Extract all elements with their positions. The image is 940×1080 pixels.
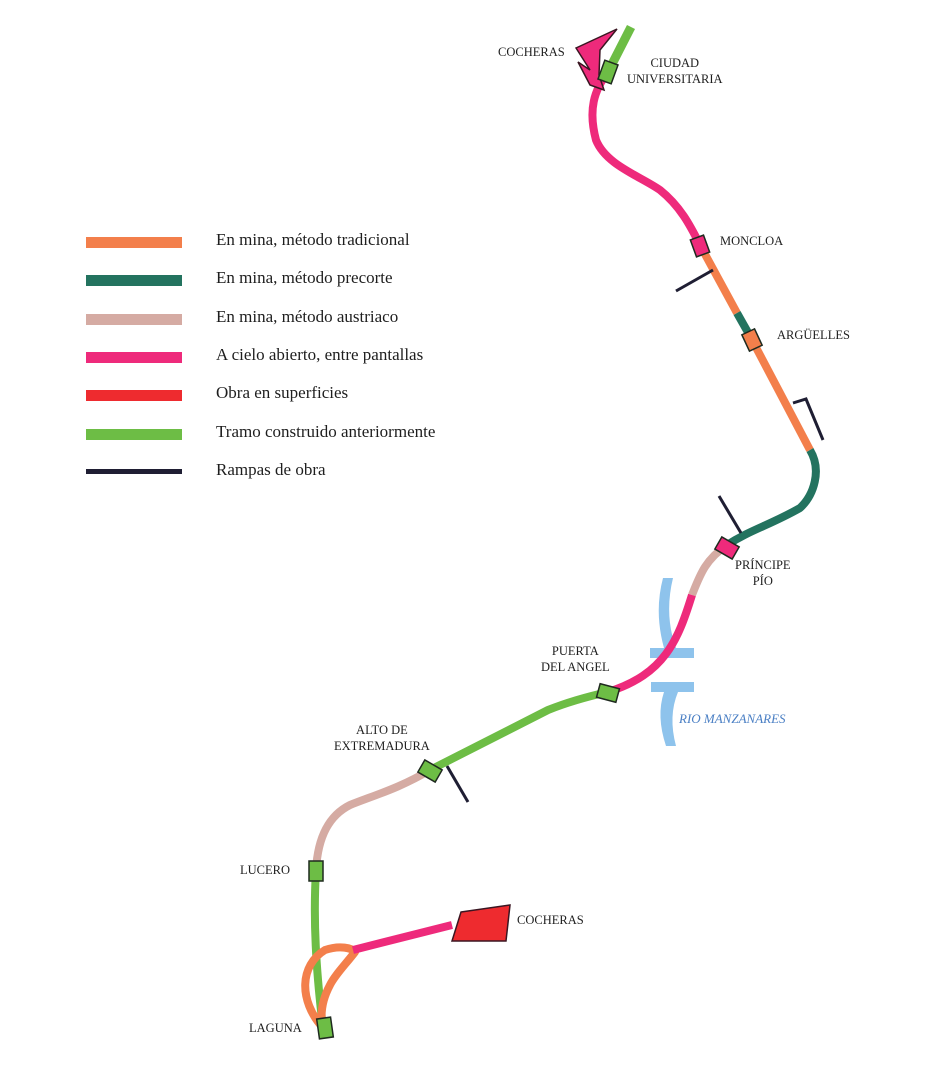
station-marker-alto-de-extremadura[interactable]	[416, 758, 444, 784]
ramp-moncloa	[675, 268, 714, 293]
legend-label: A cielo abierto, entre pantallas	[216, 345, 424, 364]
legend-swatch-rampas	[86, 469, 182, 474]
depot-south-label: COCHERAS	[517, 913, 584, 927]
station-label-line: PUERTA	[551, 644, 599, 658]
legend-item-superficie: Obra en superficies	[86, 381, 506, 411]
ramp-arguelles-south	[792, 397, 825, 441]
station-label-line: PÍO	[752, 574, 773, 588]
station-label-line: DEL ANGEL	[541, 660, 610, 674]
legend-swatch-cielo-abierto	[86, 352, 182, 363]
river-label: RIO MANZANARES	[679, 711, 786, 726]
legend-label: Rampas de obra	[216, 460, 326, 479]
track-orange-arguelles	[746, 334, 814, 452]
legend-label: Tramo construido anteriormente	[216, 422, 436, 441]
station-label-line: ALTO DE	[356, 723, 408, 737]
station-label-lucero[interactable]: LUCERO	[240, 863, 290, 877]
station-label-laguna[interactable]: LAGUNA	[249, 1021, 302, 1035]
construction-ramps	[445, 268, 825, 803]
station-marker-arguelles[interactable]	[740, 327, 764, 353]
station-marker-puerta-del-angel[interactable]	[595, 682, 621, 704]
station-label-line: EXTREMADURA	[334, 739, 430, 753]
station-marker-laguna[interactable]	[315, 1016, 335, 1040]
track-orange-loop	[301, 943, 359, 1031]
station-marker-moncloa[interactable]	[689, 234, 711, 258]
legend-swatch-precorte	[86, 275, 182, 286]
legend-label: En mina, método austriaco	[216, 307, 399, 326]
ramp-alto-extremadura	[445, 765, 470, 803]
legend-swatch-superficie	[86, 390, 182, 401]
legend-swatch-tradicional	[86, 237, 182, 248]
track-green-middle	[428, 688, 609, 774]
station-label-line: CIUDAD	[650, 56, 700, 70]
legend-item-anterior: Tramo construido anteriormente	[86, 420, 506, 450]
track-pink-south	[352, 921, 453, 954]
river-manzanares	[650, 578, 694, 746]
legend-label: Obra en superficies	[216, 383, 349, 402]
legend-item-precorte: En mina, método precorte	[86, 266, 506, 296]
depot-north-shape	[574, 28, 618, 92]
legend-item-rampas: Rampas de obra	[86, 458, 506, 488]
depot-north-label: COCHERAS	[498, 45, 565, 59]
depot-south-shape	[450, 904, 511, 942]
track-orange-moncloa	[696, 243, 741, 315]
track-austriaco-extremadura	[312, 766, 433, 871]
track-pink-river	[606, 593, 696, 696]
track-precorte-curve	[724, 447, 820, 549]
station-label-arguelles[interactable]: ARGÜELLES	[777, 328, 850, 342]
legend-label: En mina, método tradicional	[216, 230, 410, 249]
legend-swatch-austriaco	[86, 314, 182, 325]
station-marker-principe-pio[interactable]	[713, 535, 741, 561]
station-label-principe-pio[interactable]: PRÍNCIPE PÍO	[735, 557, 791, 589]
station-label-line: PRÍNCIPE	[735, 558, 791, 572]
legend-item-austriaco: En mina, método austriaco	[86, 305, 506, 335]
station-marker-ciudad-universitaria[interactable]	[597, 59, 619, 85]
legend-item-tradicional: En mina, método tradicional	[86, 228, 506, 258]
station-label-moncloa[interactable]: MONCLOA	[720, 234, 784, 248]
station-label-alto-de-extremadura[interactable]: ALTO DE EXTREMADURA	[334, 722, 430, 754]
station-label-puerta-del-angel[interactable]: PUERTA DEL ANGEL	[541, 643, 610, 675]
ramp-principe-pio	[717, 495, 743, 534]
legend-swatch-anterior	[86, 429, 182, 440]
legend-label: En mina, método precorte	[216, 268, 393, 287]
station-label-line: UNIVERSITARIA	[627, 72, 723, 86]
station-marker-lucero[interactable]	[308, 860, 324, 882]
station-label-ciudad-universitaria[interactable]: CIUDAD UNIVERSITARIA	[627, 55, 723, 87]
legend-item-cielo-abierto: A cielo abierto, entre pantallas	[86, 343, 506, 373]
track-pink-north	[588, 69, 704, 247]
